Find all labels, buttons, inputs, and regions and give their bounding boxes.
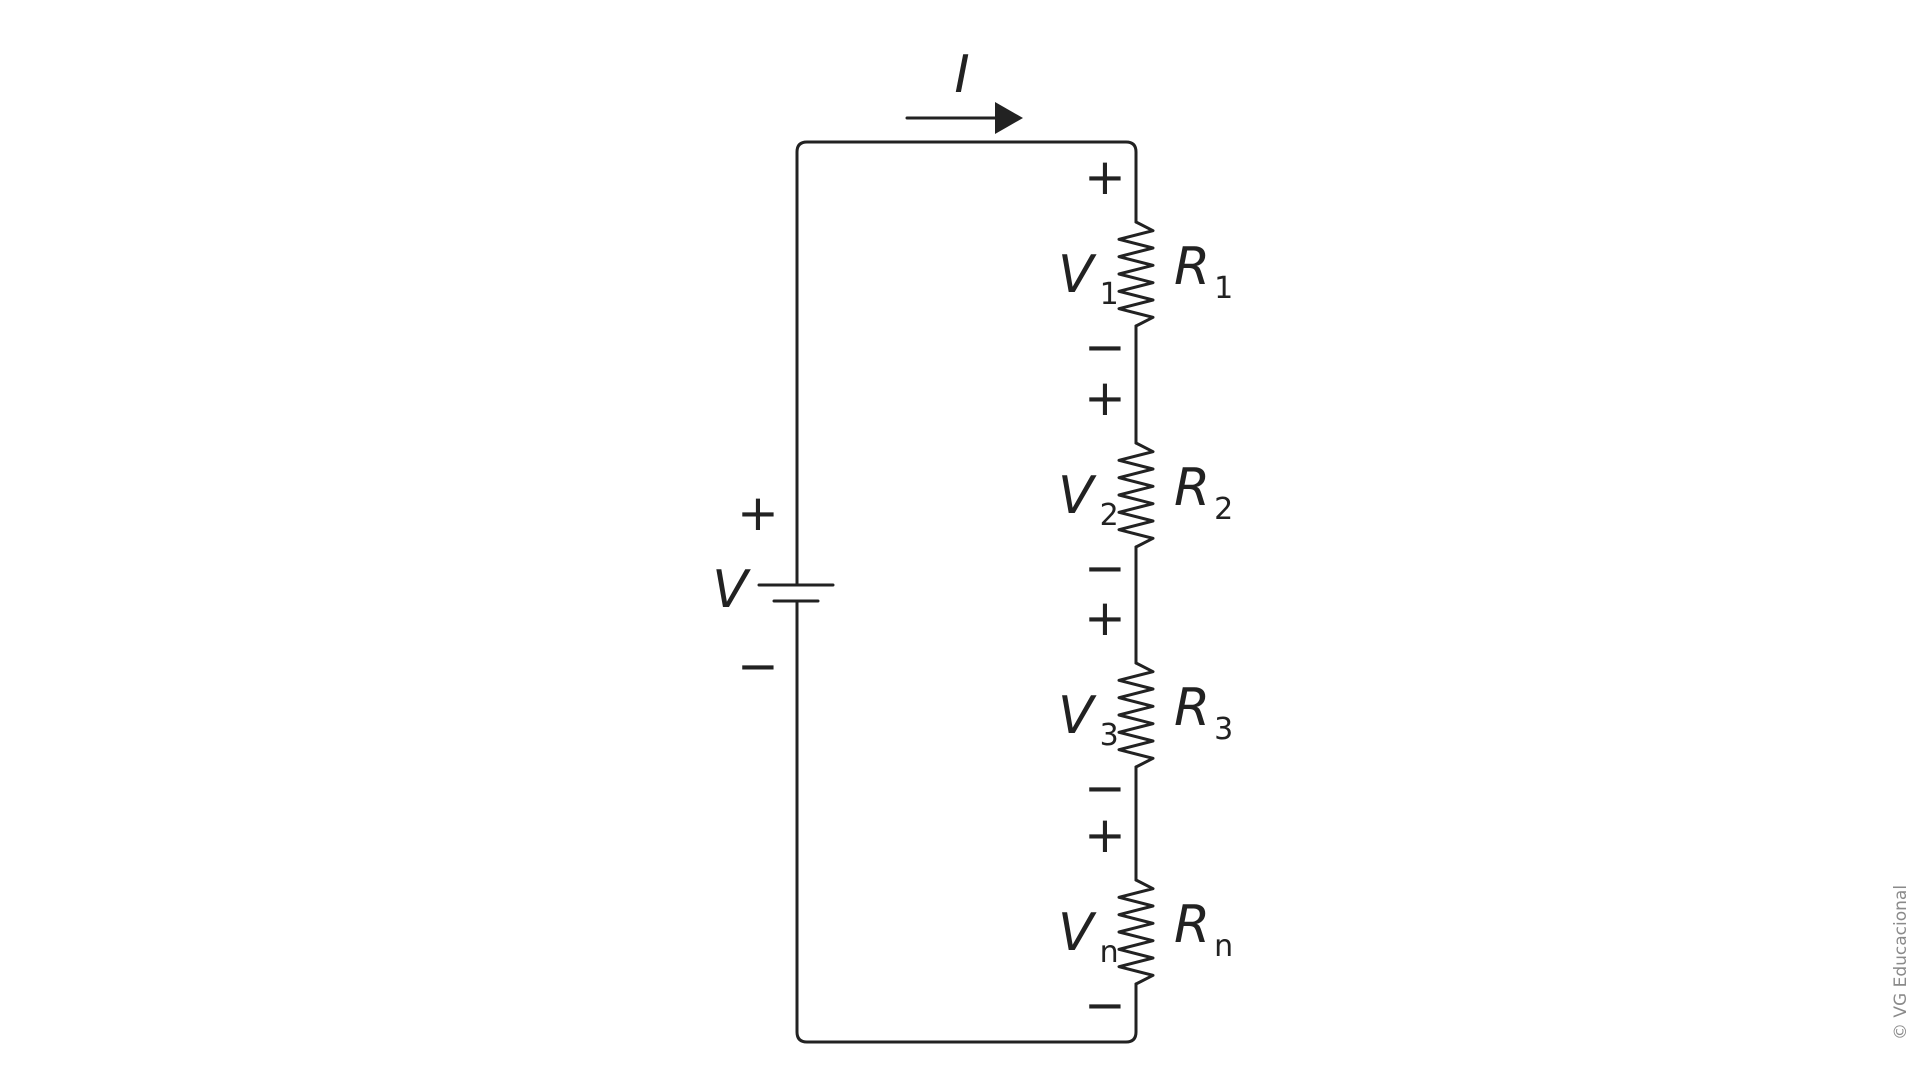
resistance-subscript: 3 bbox=[1214, 712, 1233, 747]
resistance-subscript: n bbox=[1214, 929, 1233, 964]
resistor-zigzag bbox=[1117, 878, 1155, 986]
source-minus-sign: − bbox=[737, 637, 779, 695]
left-wire-bottom bbox=[795, 599, 1138, 1044]
resistor-zigzag bbox=[1117, 661, 1155, 769]
current-arrow-head bbox=[995, 102, 1023, 134]
resistor-plus-sign: + bbox=[1084, 369, 1126, 427]
resistor-zigzag bbox=[1117, 441, 1155, 549]
resistance-subscript: 1 bbox=[1214, 271, 1233, 306]
resistor-minus-sign: − bbox=[1084, 539, 1126, 597]
resistor-minus-sign: − bbox=[1084, 318, 1126, 376]
voltage-symbol: V bbox=[1058, 686, 1097, 746]
voltage-symbol: V bbox=[1058, 245, 1097, 305]
voltage-symbol: V bbox=[1058, 466, 1097, 526]
left-wire-top bbox=[795, 140, 1138, 587]
resistance-symbol: R bbox=[1174, 895, 1210, 955]
resistance-symbol: R bbox=[1174, 458, 1210, 518]
source-voltage-label: V bbox=[712, 560, 751, 620]
resistance-symbol: R bbox=[1174, 237, 1210, 297]
resistance-subscript: 2 bbox=[1214, 492, 1233, 527]
resistor-zigzag bbox=[1117, 220, 1155, 328]
resistor-minus-sign: − bbox=[1084, 976, 1126, 1034]
current-label: I bbox=[954, 45, 969, 105]
current-arrow: I bbox=[905, 45, 1023, 134]
resistor-minus-sign: − bbox=[1084, 759, 1126, 817]
resistor-plus-sign: + bbox=[1084, 148, 1126, 206]
voltage-subscript: n bbox=[1100, 935, 1119, 970]
resistor-plus-sign: + bbox=[1084, 589, 1126, 647]
source-plus-sign: + bbox=[737, 484, 779, 542]
voltage-symbol: V bbox=[1058, 903, 1097, 963]
voltage-source: V + − bbox=[712, 484, 835, 695]
resistor-plus-sign: + bbox=[1084, 806, 1126, 864]
voltage-subscript: 3 bbox=[1100, 718, 1119, 753]
voltage-subscript: 2 bbox=[1100, 498, 1119, 533]
resistance-symbol: R bbox=[1174, 678, 1210, 738]
credit-text: © VG Educacional bbox=[1891, 885, 1911, 1040]
circuit-wires bbox=[795, 140, 1138, 1044]
voltage-subscript: 1 bbox=[1100, 277, 1119, 312]
